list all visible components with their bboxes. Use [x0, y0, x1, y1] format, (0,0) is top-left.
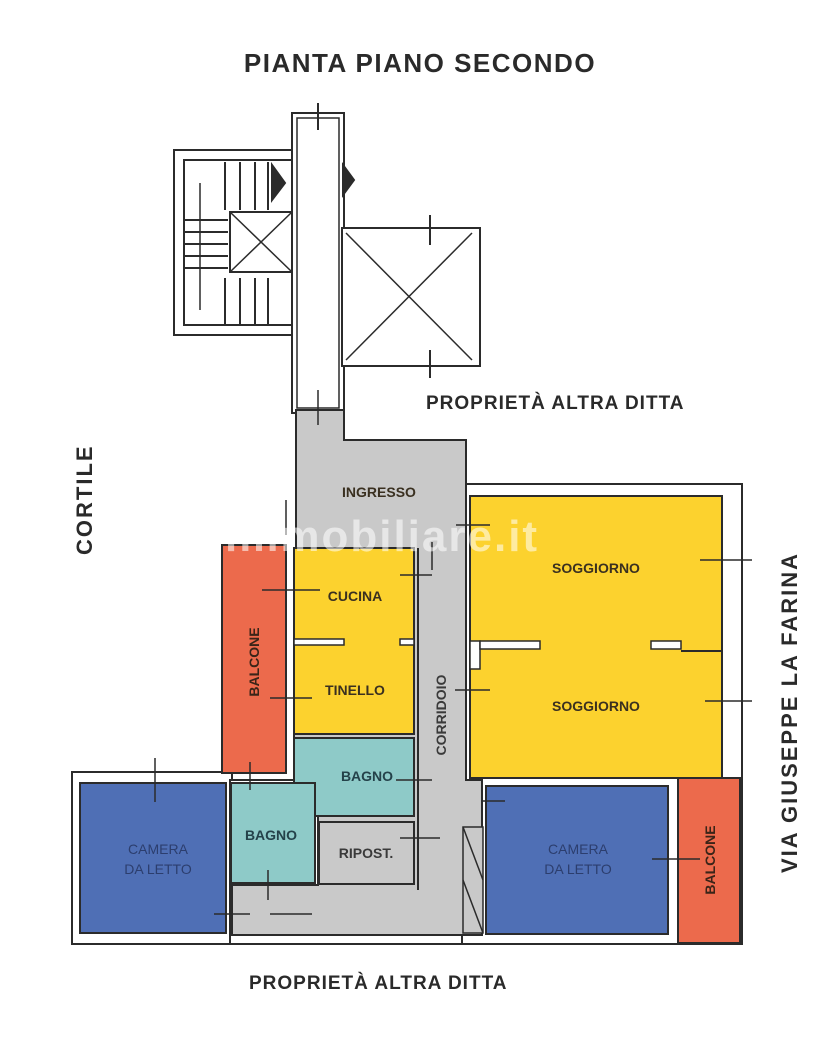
- shaft: [341, 215, 481, 378]
- label-tinello: TINELLO: [325, 682, 385, 698]
- label-bagno-2: BAGNO: [244, 827, 298, 843]
- label-soggiorno-2: SOGGIORNO: [552, 698, 640, 714]
- watermark: immobiliare.it: [225, 512, 540, 561]
- label-camera-east-line1: CAMERA: [548, 841, 608, 857]
- label-soggiorno-1: SOGGIORNO: [552, 560, 640, 576]
- room-bagno-2: [230, 782, 316, 884]
- room-balcone-east: [677, 777, 741, 944]
- label-ingresso: INGRESSO: [342, 484, 416, 500]
- label-cortile: CORTILE: [72, 444, 97, 555]
- landing: [291, 103, 356, 414]
- room-camera-east: [485, 785, 669, 935]
- plan-title: PIANTA PIANO SECONDO: [243, 48, 597, 78]
- label-south-adjacent: PROPRIETÀ ALTRA DITTA: [249, 973, 508, 994]
- label-camera-west: CAMERA DA LETTO: [124, 839, 191, 879]
- label-cucina: CUCINA: [327, 588, 383, 604]
- label-camera-east: CAMERA DA LETTO: [544, 839, 611, 879]
- stairwell: [173, 149, 295, 336]
- room-soggiorno: [469, 495, 723, 779]
- room-ripostiglio: [318, 821, 415, 885]
- label-camera-west-line1: CAMERA: [128, 841, 188, 857]
- room-camera-west: [79, 782, 227, 934]
- label-corridoio: CORRIDOIO: [433, 674, 449, 756]
- label-north-adjacent: PROPRIETÀ ALTRA DITTA: [426, 393, 685, 414]
- label-bagno-1: BAGNO: [340, 768, 394, 784]
- room-balcone-west: [221, 544, 287, 774]
- label-balcone-east: BALCONE: [702, 825, 718, 895]
- label-camera-east-line2: DA LETTO: [544, 861, 612, 877]
- door-markers: [154, 390, 752, 915]
- label-camera-west-line2: DA LETTO: [124, 861, 192, 877]
- closet: [462, 826, 484, 934]
- label-balcone-west: BALCONE: [246, 627, 262, 697]
- label-street: VIA GIUSEPPE LA FARINA: [777, 551, 802, 873]
- label-ripostiglio: RIPOST.: [338, 845, 394, 861]
